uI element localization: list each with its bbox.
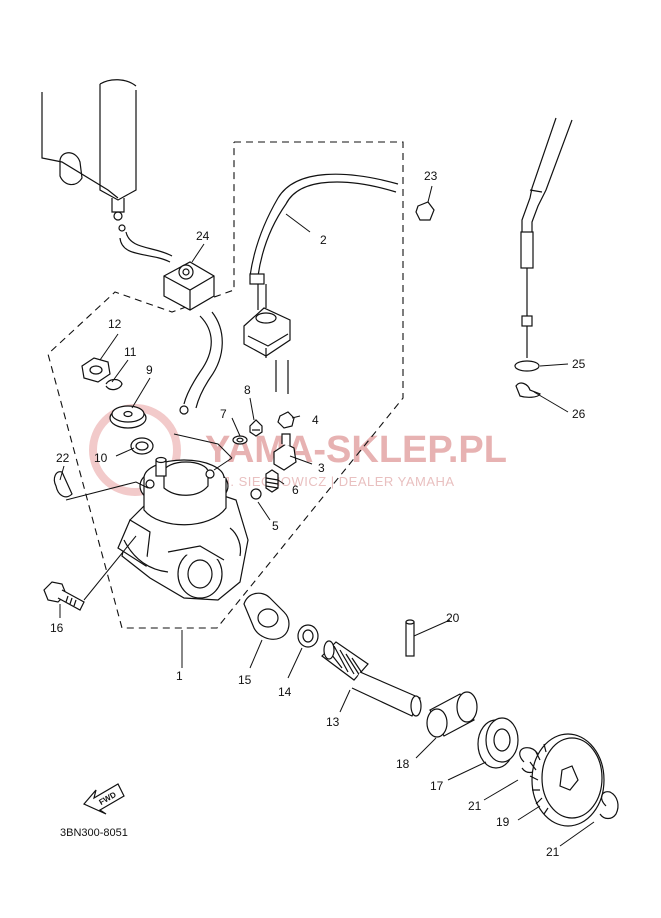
callout-21b: 21 [546, 845, 560, 859]
callout-7: 7 [220, 407, 227, 421]
part-20-pin [405, 619, 415, 657]
watermark: YAMA-SKLEP.PL WOJ. SIECHOWICZ | DEALER Y… [89, 404, 507, 496]
callout-5: 5 [272, 519, 279, 533]
part-8-screw [249, 419, 263, 437]
oil-tank [41, 79, 137, 232]
part-17-bearing [477, 717, 519, 769]
part-1-pump-body [117, 456, 249, 601]
washer-stack [81, 357, 154, 455]
callout-23: 23 [424, 169, 438, 183]
callout-1: 1 [176, 669, 183, 683]
callout-11: 11 [124, 345, 137, 359]
callout-26: 26 [572, 407, 586, 421]
part-22-clip [53, 471, 73, 498]
callout-16: 16 [50, 621, 64, 635]
watermark-sub: WOJ. SIECHOWICZ | DEALER YAMAHA [200, 474, 455, 489]
part-5-ball [250, 488, 262, 500]
callout-20: 20 [446, 611, 460, 625]
part-11-clip [105, 378, 123, 391]
part-26-clip [515, 382, 541, 398]
part-19-gear [529, 733, 605, 827]
diagram-code: 3BN300-8051 [60, 827, 128, 839]
callout-25: 25 [572, 357, 586, 371]
callout-22: 22 [56, 451, 70, 465]
part-6-spring [265, 469, 279, 493]
callout-12: 12 [108, 317, 122, 331]
callout-10: 10 [94, 451, 108, 465]
part-18-collar [426, 691, 478, 738]
callout-3: 3 [318, 461, 325, 475]
callout-21a: 21 [468, 799, 482, 813]
small-fittings [232, 411, 297, 500]
callout-13: 13 [326, 715, 340, 729]
part-13-shaft [321, 640, 422, 717]
callout-labels: 1 2 3 4 5 6 7 8 9 10 11 12 13 14 15 16 1… [50, 169, 586, 859]
feed-hose [179, 311, 223, 415]
callout-24: 24 [196, 229, 210, 243]
callout-8: 8 [244, 383, 251, 397]
callout-9: 9 [146, 363, 153, 377]
part-14-washer [297, 624, 319, 648]
callout-6: 6 [292, 483, 299, 497]
part-16-bolt [43, 581, 85, 611]
leader-lines [59, 185, 595, 847]
callout-17: 17 [430, 779, 444, 793]
tank-hose [119, 231, 173, 263]
callout-14: 14 [278, 685, 292, 699]
callout-4: 4 [312, 413, 319, 427]
callout-19: 19 [496, 815, 510, 829]
part-15-gasket [243, 592, 290, 640]
pump-cable [514, 117, 573, 372]
part-24-fitting [163, 261, 215, 311]
fwd-arrow: FWD [83, 783, 125, 815]
callout-15: 15 [238, 673, 252, 687]
watermark-main: YAMA-SKLEP.PL [205, 429, 507, 471]
callout-2: 2 [320, 233, 327, 247]
part-2-delivery-pipe [243, 173, 399, 394]
part-23-cap [415, 201, 435, 221]
callout-18: 18 [396, 757, 410, 771]
part-4-plug [277, 411, 295, 429]
part-21b-circlip [599, 791, 619, 820]
